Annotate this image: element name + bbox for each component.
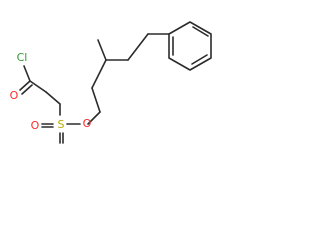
phenyl-ring [168,21,212,71]
chemical-structure: Cl O O S O [10,21,212,144]
alkyl-chain [87,33,170,125]
ester-oxygen-label: O [83,117,92,130]
sulfonyl-bonds [41,91,81,144]
sulfonyl-oxygen-label: O [31,119,40,132]
chlorine-label: Cl [17,51,28,64]
structure-canvas: Cl O O S O [0,0,231,165]
acyl-chloride-bonds [19,65,47,95]
carbonyl-oxygen-label: O [10,89,19,102]
sulfur-label: S [58,118,65,131]
